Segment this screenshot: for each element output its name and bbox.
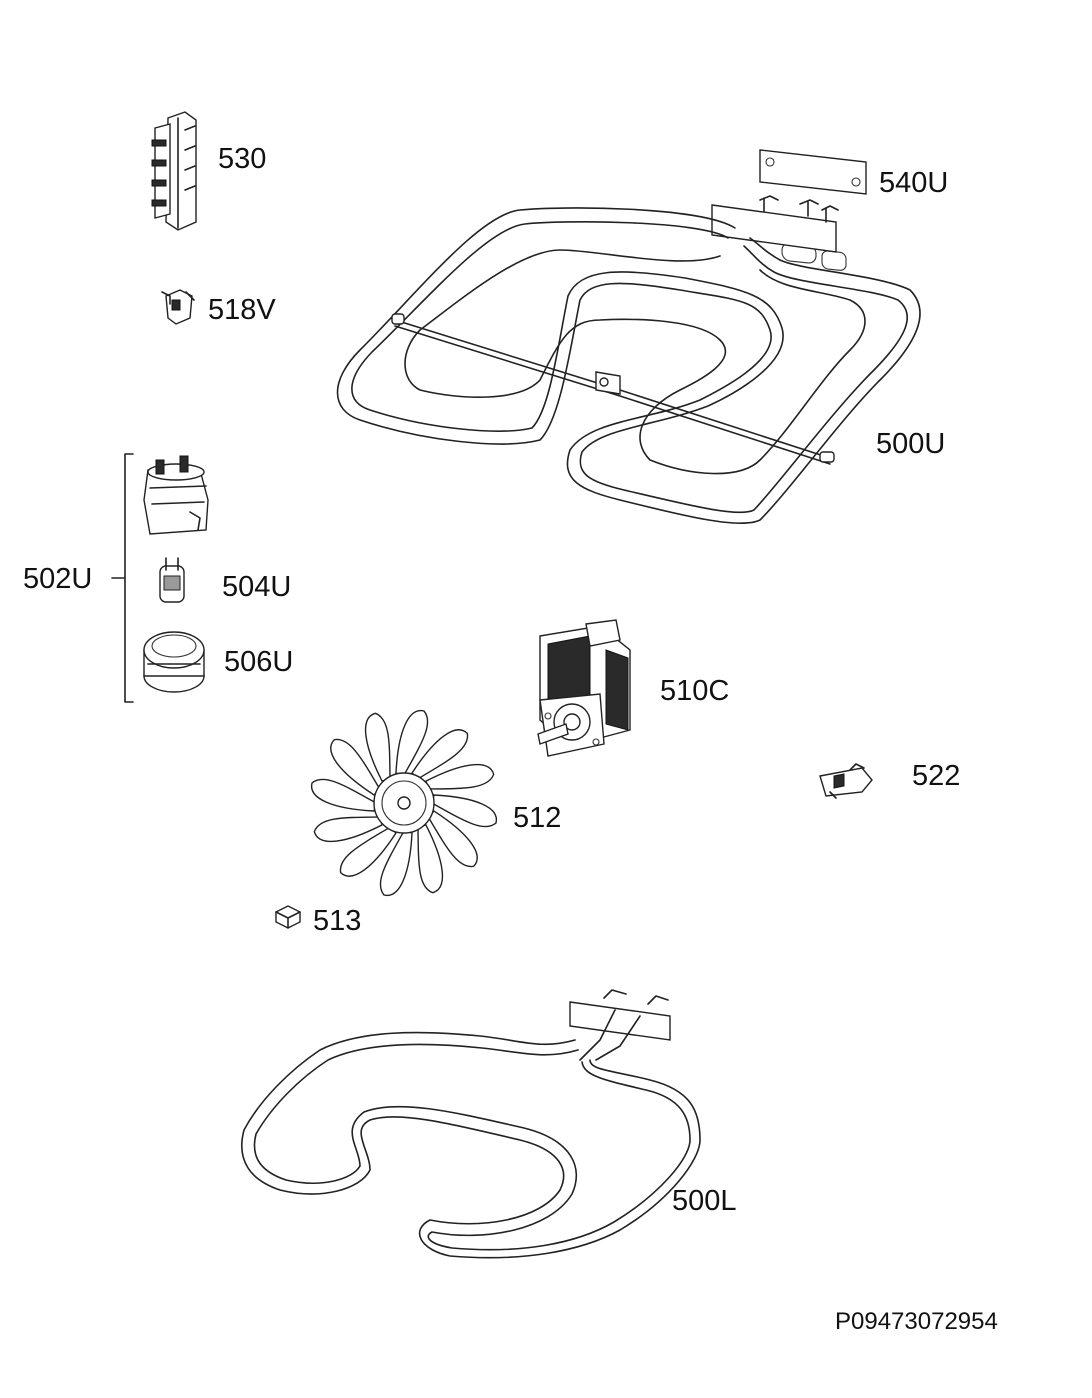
part-label-502u: 502U <box>23 563 93 595</box>
part-label-530: 530 <box>218 143 267 175</box>
gasket-540u-drawing <box>759 149 867 271</box>
part-label-513: 513 <box>313 905 362 937</box>
part-label-506u: 506U <box>224 646 294 678</box>
part-label-500l: 500L <box>672 1185 737 1217</box>
part-label-500u: 500U <box>876 428 946 460</box>
part-label-510c: 510C <box>660 675 730 707</box>
clip-522-drawing <box>819 763 873 799</box>
document-code: P09473072954 <box>835 1308 998 1335</box>
fan-blade-512-drawing <box>310 709 498 897</box>
lamp-assembly-bracket-drawing <box>111 453 134 703</box>
lamp-holder-502u-drawing <box>143 455 209 535</box>
part-label-522: 522 <box>912 760 961 792</box>
upper-heating-element-500u-drawing <box>336 195 921 525</box>
part-label-504u: 504U <box>222 571 292 603</box>
lamp-cover-506u-drawing <box>143 631 205 693</box>
lamp-bulb-504u-drawing <box>159 557 185 603</box>
fan-motor-510c-drawing <box>537 619 631 757</box>
terminal-block-530-drawing <box>151 111 197 231</box>
lower-heating-element-500l-drawing <box>240 989 701 1259</box>
part-label-518v: 518V <box>208 294 276 326</box>
nut-513-drawing <box>275 905 301 929</box>
part-label-512: 512 <box>513 802 562 834</box>
part-label-540u: 540U <box>879 167 949 199</box>
clip-518v-drawing <box>161 289 195 325</box>
